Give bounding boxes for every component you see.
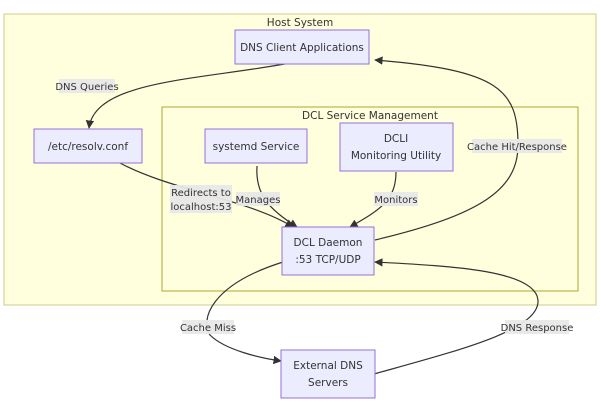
node-dcl-daemon[interactable]: DCL Daemon :53 TCP/UDP	[281, 226, 375, 276]
svg-text:Cache Hit/Response: Cache Hit/Response	[467, 142, 567, 153]
edge-dns-queries	[85, 62, 291, 129]
svg-text:DCLI: DCLI	[384, 133, 408, 145]
node-resolv-conf[interactable]: /etc/resolv.conf	[33, 128, 143, 164]
edge-label-redirects: Redirects to localhost:53	[170, 185, 232, 213]
node-dcli-monitoring-utility[interactable]: DCLI Monitoring Utility	[339, 122, 454, 172]
edge-label-cache-miss: Cache Miss	[180, 320, 236, 334]
node-systemd-service[interactable]: systemd Service	[204, 128, 308, 164]
svg-text:Monitoring Utility: Monitoring Utility	[351, 150, 441, 162]
svg-text::53 TCP/UDP: :53 TCP/UDP	[295, 254, 360, 266]
svg-text:Redirects to: Redirects to	[171, 188, 231, 199]
svg-text:DCL Daemon: DCL Daemon	[294, 237, 363, 249]
edge-label-dns-queries: DNS Queries	[55, 79, 119, 93]
svg-text:DNS Queries: DNS Queries	[55, 82, 118, 93]
edge-label-monitors: Monitors	[374, 192, 418, 206]
svg-text:/etc/resolv.conf: /etc/resolv.conf	[48, 141, 128, 153]
edge-label-dns-response: DNS Response	[501, 320, 574, 334]
svg-text:DNS Response: DNS Response	[501, 323, 574, 334]
svg-text:Monitors: Monitors	[374, 195, 417, 206]
svg-text:systemd Service: systemd Service	[213, 141, 300, 153]
svg-text:Servers: Servers	[308, 377, 348, 389]
svg-text:localhost:53: localhost:53	[171, 202, 232, 213]
svg-text:External DNS: External DNS	[293, 360, 363, 372]
svg-text:DNS Client Applications: DNS Client Applications	[240, 42, 364, 54]
node-external-dns-servers[interactable]: External DNS Servers	[280, 349, 376, 399]
node-dns-client-applications[interactable]: DNS Client Applications	[234, 29, 370, 65]
cluster-host-system-title: Host System	[267, 17, 333, 29]
svg-text:Cache Miss: Cache Miss	[180, 323, 236, 334]
cluster-dcl-title: DCL Service Management	[302, 110, 438, 122]
edge-dns-response	[373, 258, 539, 375]
edge-label-cache-hit: Cache Hit/Response	[467, 139, 567, 153]
svg-text:Manages: Manages	[236, 195, 281, 206]
edge-label-manages: Manages	[236, 192, 281, 206]
